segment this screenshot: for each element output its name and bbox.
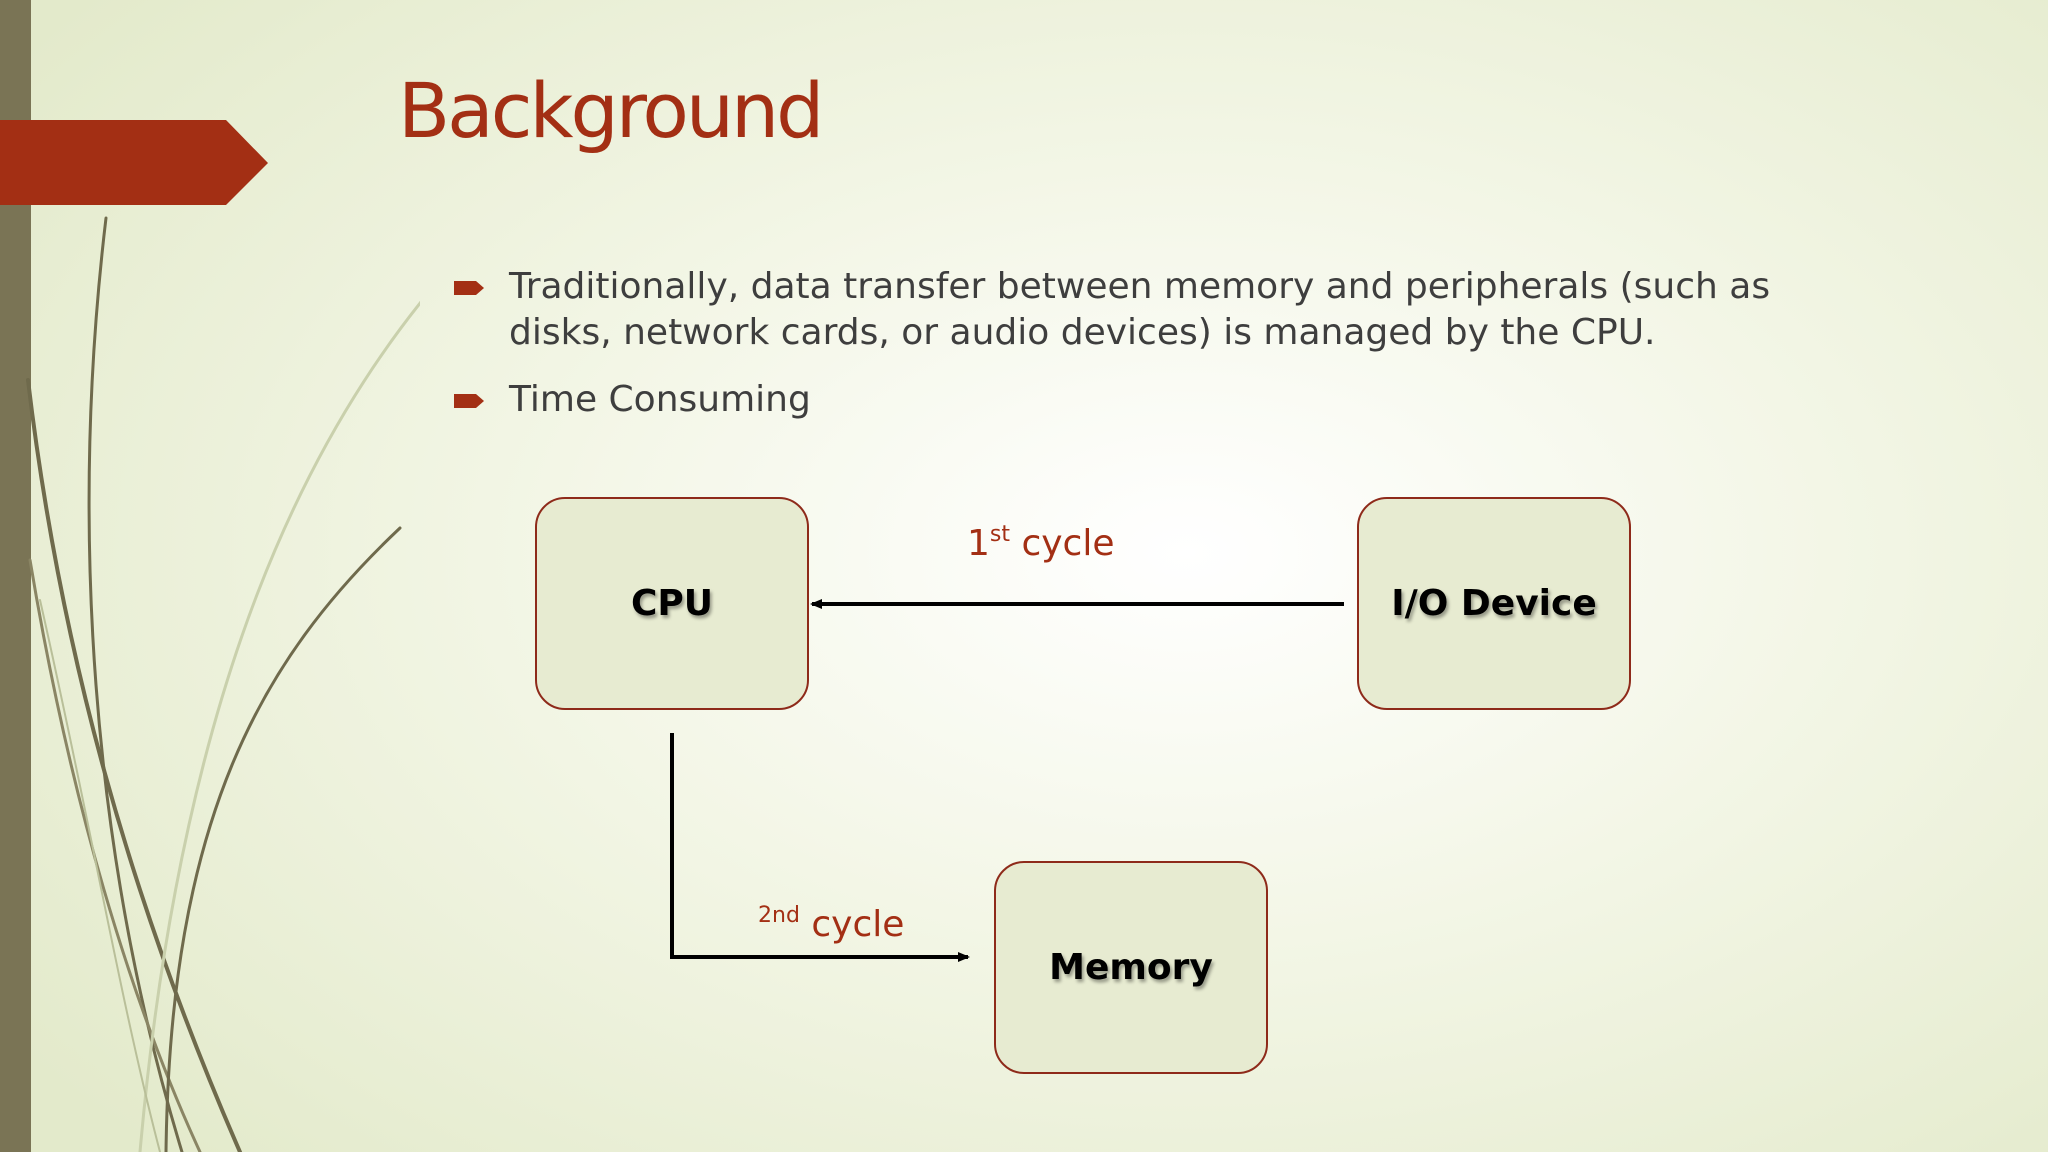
bullet-text: Traditionally, data transfer between mem… (509, 266, 1771, 353)
edge-label-first-cycle: 1st cycle (967, 522, 1115, 564)
bullet-text: Time Consuming (509, 379, 811, 420)
edge-label-text: cycle (811, 904, 905, 945)
bullet-item: Time Consuming (452, 377, 1852, 423)
edge-label-superscript: 2nd (758, 903, 800, 928)
io-device-node: I/O Device (1357, 497, 1631, 710)
memory-node: Memory (994, 861, 1268, 1074)
edge-label-text: cycle (1021, 523, 1115, 564)
grass-decoration (26, 216, 420, 1152)
cpu-node: CPU (535, 497, 809, 710)
bullet-item: Traditionally, data transfer between mem… (452, 264, 1852, 356)
edge-label-second-cycle: 2nd cycle (758, 903, 904, 945)
edge-label-superscript: st (989, 522, 1010, 547)
edge-cpu-to-memory (670, 733, 970, 962)
bullet-arrow-icon (454, 394, 484, 408)
slide-title: Background (398, 66, 824, 155)
bullet-arrow-icon (454, 281, 484, 295)
edge-label-number: 1 (967, 523, 990, 564)
bullet-list: Traditionally, data transfer between mem… (452, 264, 1852, 444)
